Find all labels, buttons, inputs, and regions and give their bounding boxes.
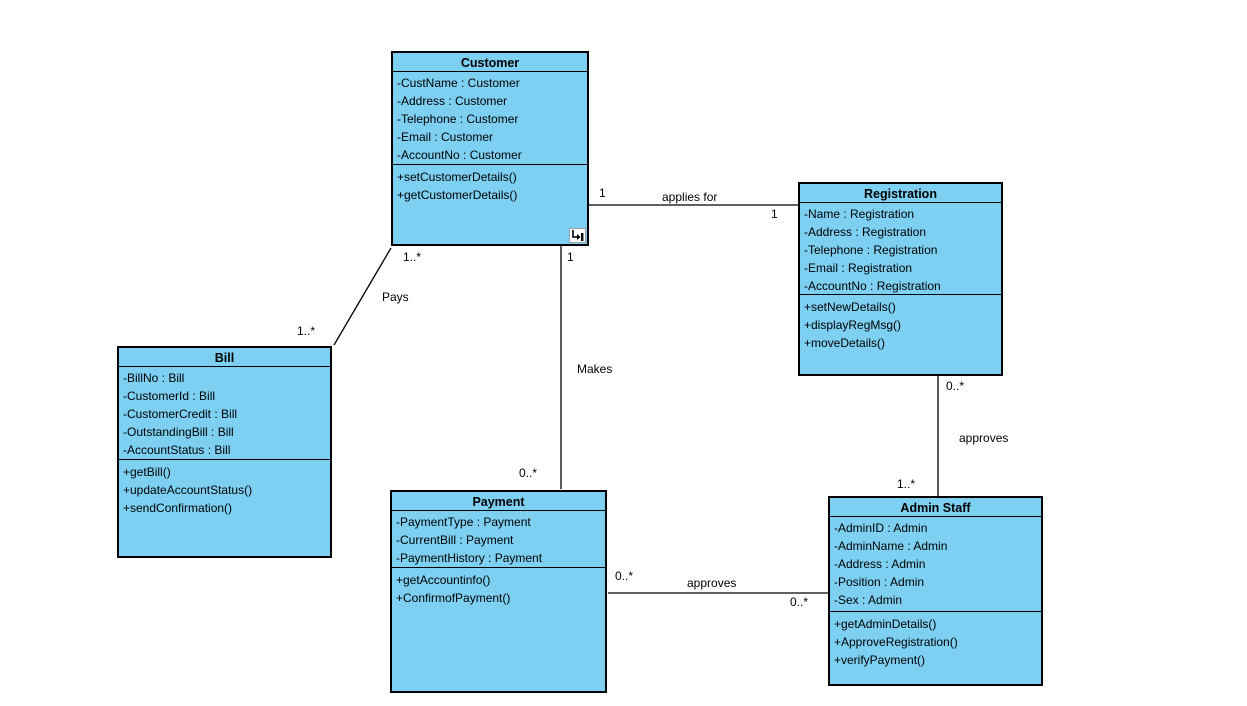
- method: +ApproveRegistration(): [834, 635, 958, 649]
- attribute: -Address : Admin: [834, 557, 926, 571]
- class-customer[interactable]: Customer -CustName : Customer -Address :…: [391, 51, 589, 246]
- class-bill-methods: +getBill() +updateAccountStatus() +sendC…: [119, 460, 330, 556]
- attribute: -CurrentBill : Payment: [396, 533, 514, 547]
- method: +sendConfirmation(): [123, 501, 233, 515]
- class-payment-methods: +getAccountinfo() +ConfirmofPayment(): [392, 568, 605, 691]
- attribute: -Email : Customer: [397, 130, 494, 144]
- attribute: -AdminID : Admin: [834, 521, 928, 535]
- class-admin-staff[interactable]: Admin Staff -AdminID : Admin -AdminName …: [828, 496, 1043, 686]
- method: +getCustomerDetails(): [397, 188, 518, 202]
- multiplicity-customer-applies-for: 1: [599, 186, 606, 200]
- attribute: -Address : Registration: [804, 225, 927, 239]
- class-registration[interactable]: Registration -Name : Registration -Addre…: [798, 182, 1003, 376]
- multiplicity-registration-applies-for: 1: [771, 207, 778, 221]
- attribute: -BillNo : Bill: [123, 371, 185, 385]
- class-payment-title: Payment: [392, 492, 605, 511]
- attribute: -PaymentType : Payment: [396, 515, 531, 529]
- attribute: -OutstandingBill : Bill: [123, 425, 234, 439]
- class-registration-methods: +setNewDetails() +displayRegMsg() +moveD…: [800, 295, 1001, 374]
- class-registration-attributes: -Name : Registration -Address : Registra…: [800, 203, 1001, 295]
- attribute: -Email : Registration: [804, 261, 913, 275]
- attribute: -Telephone : Customer: [397, 112, 519, 126]
- attribute: -PaymentHistory : Payment: [396, 551, 543, 565]
- multiplicity-bill-pays: 1..*: [297, 324, 316, 338]
- association-label-pays: Pays: [382, 290, 409, 304]
- multiplicity-adminstaff-approves-payment: 0..*: [790, 595, 809, 609]
- attribute: -Address : Customer: [397, 94, 508, 108]
- multiplicity-payment-approves: 0..*: [615, 569, 634, 583]
- class-bill-title: Bill: [119, 348, 330, 367]
- association-label-applies-for: applies for: [662, 190, 718, 204]
- class-registration-title: Registration: [800, 184, 1001, 203]
- method: +setCustomerDetails(): [397, 170, 517, 184]
- attribute: -AccountStatus : Bill: [123, 443, 231, 457]
- class-admin-staff-methods: +getAdminDetails() +ApproveRegistration(…: [830, 612, 1041, 684]
- method: +ConfirmofPayment(): [396, 591, 511, 605]
- multiplicity-customer-makes: 1: [567, 250, 574, 264]
- method: +setNewDetails(): [804, 300, 896, 314]
- class-customer-title: Customer: [393, 53, 587, 72]
- attribute: -Telephone : Registration: [804, 243, 938, 257]
- method: +getBill(): [123, 465, 171, 479]
- method: +updateAccountStatus(): [123, 483, 253, 497]
- class-admin-staff-attributes: -AdminID : Admin -AdminName : Admin -Add…: [830, 517, 1041, 612]
- association-label-approves-registration: approves: [959, 431, 1009, 445]
- method: +moveDetails(): [804, 336, 886, 350]
- class-payment[interactable]: Payment -PaymentType : Payment -CurrentB…: [390, 490, 607, 693]
- attribute: -Sex : Admin: [834, 593, 903, 607]
- attribute: -AdminName : Admin: [834, 539, 948, 553]
- attribute: -CustomerCredit : Bill: [123, 407, 238, 421]
- method: +verifyPayment(): [834, 653, 926, 667]
- class-bill[interactable]: Bill -BillNo : Bill -CustomerId : Bill -…: [117, 346, 332, 558]
- multiplicity-customer-pays: 1..*: [403, 250, 422, 264]
- method: +getAdminDetails(): [834, 617, 937, 631]
- class-bill-attributes: -BillNo : Bill -CustomerId : Bill -Custo…: [119, 367, 330, 460]
- multiplicity-payment-makes: 0..*: [519, 466, 538, 480]
- class-customer-attributes: -CustName : Customer -Address : Customer…: [393, 72, 587, 165]
- association-label-approves-payment: approves: [687, 576, 737, 590]
- multiplicity-adminstaff-approves-registration: 1..*: [897, 477, 916, 491]
- subdiagram-indicator-icon[interactable]: [569, 228, 586, 243]
- association-label-makes: Makes: [577, 362, 613, 376]
- multiplicity-registration-approves: 0..*: [946, 379, 965, 393]
- attribute: -CustName : Customer: [397, 76, 520, 90]
- attribute: -Position : Admin: [834, 575, 925, 589]
- method: +getAccountinfo(): [396, 573, 491, 587]
- attribute: -AccountNo : Registration: [804, 279, 941, 293]
- attribute: -CustomerId : Bill: [123, 389, 216, 403]
- class-payment-attributes: -PaymentType : Payment -CurrentBill : Pa…: [392, 511, 605, 568]
- association-line-customer-bill[interactable]: [333, 247, 392, 346]
- method: +displayRegMsg(): [804, 318, 902, 332]
- attribute: -Name : Registration: [804, 207, 915, 221]
- attribute: -AccountNo : Customer: [397, 148, 522, 162]
- class-admin-staff-title: Admin Staff: [830, 498, 1041, 517]
- class-customer-methods: +setCustomerDetails() +getCustomerDetail…: [393, 165, 587, 244]
